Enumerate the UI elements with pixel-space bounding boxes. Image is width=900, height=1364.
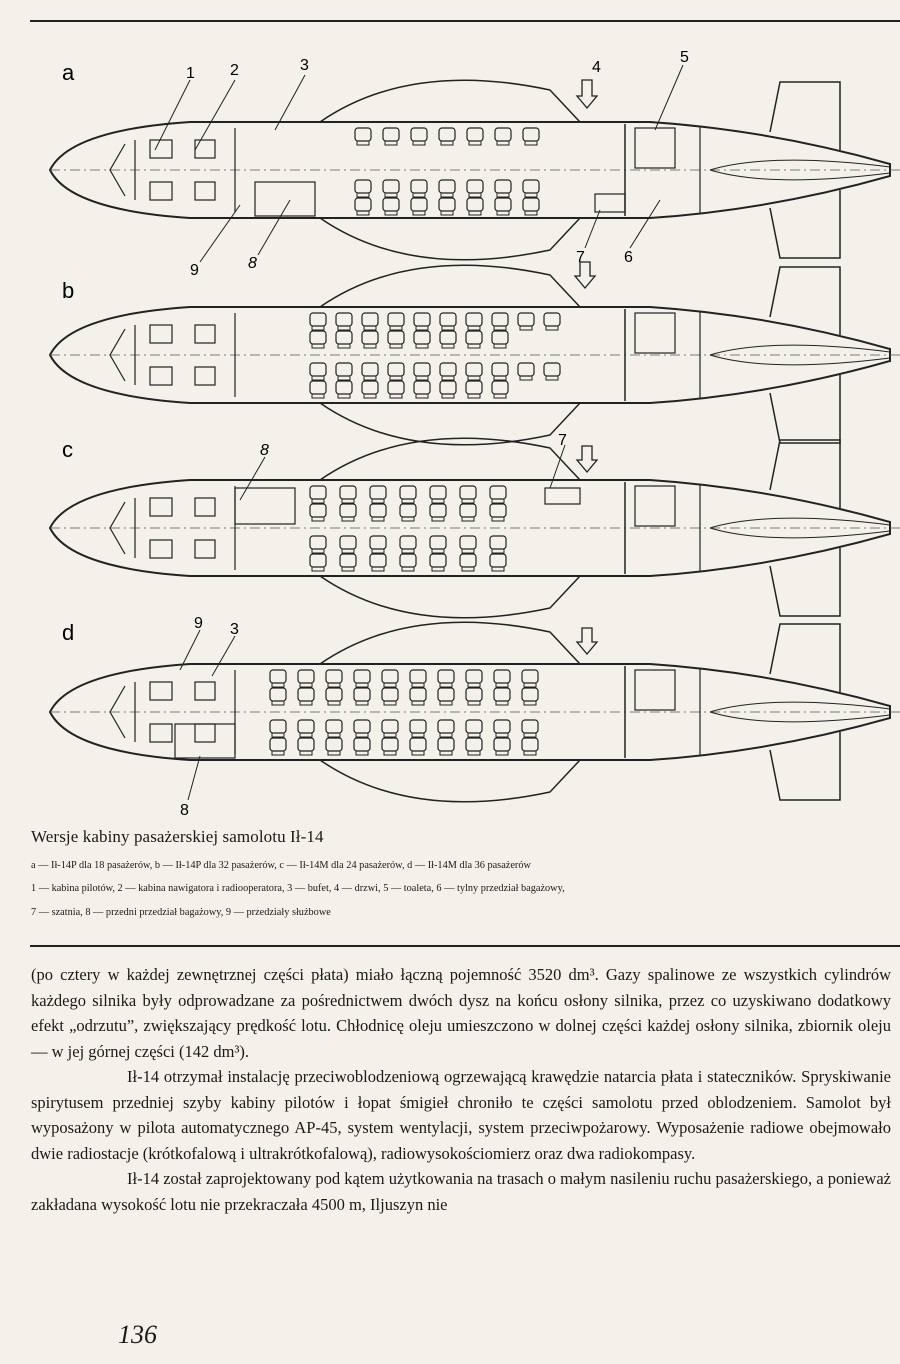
paragraph: Ił-14 otrzymał instalację przeciwoblodze… bbox=[31, 1067, 891, 1163]
figure-legend-line: a — Ił-14P dla 18 pasażerów, b — Ił-14P … bbox=[31, 860, 531, 871]
door-arrow-icon bbox=[575, 445, 599, 474]
variant-letter: c bbox=[62, 437, 73, 462]
door-arrow-icon bbox=[575, 627, 599, 656]
callout-number: 8 bbox=[180, 802, 189, 819]
page-number: 136 bbox=[118, 1320, 157, 1349]
callout-number: 3 bbox=[300, 57, 309, 74]
callout-number: 2 bbox=[230, 62, 239, 79]
callout-number: 8 bbox=[248, 255, 257, 272]
callout-number: 9 bbox=[194, 615, 203, 632]
callout-number: 5 bbox=[680, 49, 689, 66]
variant-letter: a bbox=[62, 60, 75, 85]
paragraph: Ił-14 został zaprojektowany pod kątem uż… bbox=[31, 1169, 891, 1214]
callout-number: 7 bbox=[558, 432, 567, 449]
variant-letter: d bbox=[62, 620, 74, 645]
callout-number: 8 bbox=[260, 442, 269, 459]
top-rule bbox=[30, 20, 900, 22]
door-arrow-icon bbox=[575, 79, 599, 110]
callout-number: 7 bbox=[576, 249, 585, 266]
callout-number: 6 bbox=[624, 249, 633, 266]
paragraph: (po cztery w każdej zewnętrznej części p… bbox=[31, 965, 891, 1061]
callout-number: 9 bbox=[190, 262, 199, 279]
callout-number: 1 bbox=[186, 65, 195, 82]
figure-legend-line: 1 — kabina pilotów, 2 — kabina nawigator… bbox=[31, 883, 565, 894]
door-arrow-icon bbox=[573, 261, 597, 290]
callout-number: 3 bbox=[230, 621, 239, 638]
body-text: (po cztery w każdej zewnętrznej części p… bbox=[31, 962, 891, 1217]
cabin-layout-figure: a b c d 1 2 3 4 5 9 8 7 6 8 7 9 3 8 bbox=[49, 49, 900, 819]
callout-number: 4 bbox=[592, 59, 601, 76]
figure-caption: Wersje kabiny pasażerskiej samolotu Ił-1… bbox=[31, 827, 324, 846]
figure-legend-line: 7 — szatnia, 8 — przedni przedział bagaż… bbox=[31, 907, 331, 918]
section-rule bbox=[30, 945, 900, 947]
variant-letter: b bbox=[62, 278, 74, 303]
